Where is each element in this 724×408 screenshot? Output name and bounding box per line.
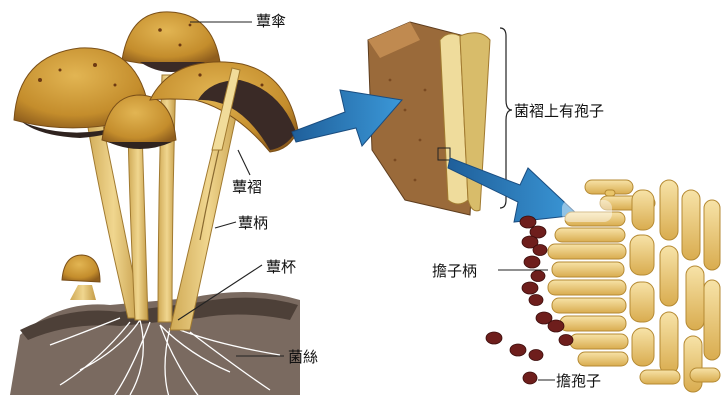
label-cap: 蕈傘 — [256, 12, 286, 30]
cell-highlight — [562, 200, 612, 222]
label-stalk: 蕈柄 — [238, 214, 268, 232]
label-cup: 蕈杯 — [266, 258, 296, 276]
label-basidiospore: 擔孢子 — [556, 372, 601, 390]
label-mycelium: 菌絲 — [288, 348, 318, 366]
label-gill-spores: 菌褶上有孢子 — [514, 102, 604, 120]
caps — [14, 12, 298, 300]
label-basidium: 擔子柄 — [432, 262, 477, 280]
label-gills: 蕈褶 — [232, 178, 262, 196]
